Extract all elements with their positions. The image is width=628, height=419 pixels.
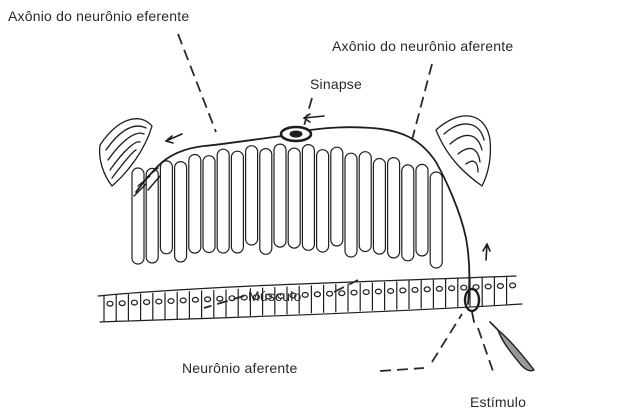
skin-cell-nucleus xyxy=(302,293,308,298)
right-fan-muscle xyxy=(436,116,490,186)
skin-cell-nucleus xyxy=(351,290,357,295)
label-stimulus: Estímulo xyxy=(470,394,526,410)
muscle-fiber xyxy=(146,168,158,263)
muscle-fiber xyxy=(231,151,243,253)
muscle-fiber xyxy=(160,161,172,254)
muscle-fiber xyxy=(388,158,400,258)
skin-cell-nucleus xyxy=(375,289,381,294)
skin-cell-nucleus xyxy=(327,291,333,296)
skin-cell-nucleus xyxy=(314,292,320,297)
skin-epithelium xyxy=(98,276,522,322)
leader-synapse xyxy=(304,98,312,126)
skin-cell-nucleus xyxy=(510,283,516,288)
afferent-neuron-cell-body xyxy=(465,289,479,311)
skin-cell-nucleus xyxy=(461,285,467,290)
muscle-fiber xyxy=(189,155,201,254)
muscle-fiber xyxy=(246,146,258,245)
skin-cell-nucleus xyxy=(363,290,369,295)
skin-cell-nucleus xyxy=(180,298,186,303)
leader-afferent-neuron xyxy=(380,314,462,371)
label-afferent-neuron: Neurônio aferente xyxy=(182,360,297,376)
muscle-fiber xyxy=(373,159,385,255)
skin-cell-nucleus xyxy=(192,297,198,302)
muscle-fiber xyxy=(302,145,314,251)
muscle-fiber xyxy=(416,164,428,256)
skin-cell-nucleus xyxy=(436,286,442,291)
muscle-fiber xyxy=(260,149,272,255)
label-efferent-axon: Axônio do neurônio eferente xyxy=(8,8,189,24)
skin-cell-nucleus xyxy=(412,288,418,293)
label-synapse: Sinapse xyxy=(310,76,362,92)
muscle-fiber xyxy=(217,149,229,253)
muscle-fiber xyxy=(175,162,187,262)
skin-cell-nucleus xyxy=(400,288,406,293)
leader-afferent-axon xyxy=(412,64,432,140)
skin-cell-nucleus xyxy=(119,301,125,306)
skin-cell-nucleus xyxy=(205,297,211,302)
muscle-fiber xyxy=(274,144,286,247)
skin-cell-nucleus xyxy=(339,291,345,296)
muscle-fiber xyxy=(359,152,371,252)
skin-cell-nucleus xyxy=(497,284,503,289)
skin-cell-nucleus xyxy=(424,287,430,292)
synapse-cell-body xyxy=(281,127,311,141)
muscle-fibers xyxy=(132,144,442,268)
skin-cell-nucleus xyxy=(156,299,162,304)
skin-cell-nucleus xyxy=(144,300,150,305)
skin-cell-nucleus xyxy=(168,299,174,304)
skin-cell-nucleus xyxy=(485,284,491,289)
skin-cell-nucleus xyxy=(449,286,455,291)
muscle-fiber xyxy=(402,165,414,261)
muscle-fiber xyxy=(345,153,357,257)
label-muscle: Músculo xyxy=(248,288,302,304)
stimulus-needle-icon xyxy=(490,322,534,371)
muscle-fiber xyxy=(288,148,300,248)
skin-cell-nucleus xyxy=(107,301,113,306)
leader-efferent-axon xyxy=(178,34,216,132)
label-afferent-axon: Axônio do neurônio aferente xyxy=(332,38,513,54)
leader-stimulus xyxy=(478,328,494,374)
muscle-fiber xyxy=(203,156,215,253)
skin-cell-nucleus xyxy=(388,289,394,294)
skin-cell-nucleus xyxy=(131,300,137,305)
muscle-fiber xyxy=(430,172,442,268)
muscle-fiber xyxy=(331,147,343,246)
skin-cell-nucleus xyxy=(217,296,223,301)
muscle-fiber xyxy=(317,150,329,252)
